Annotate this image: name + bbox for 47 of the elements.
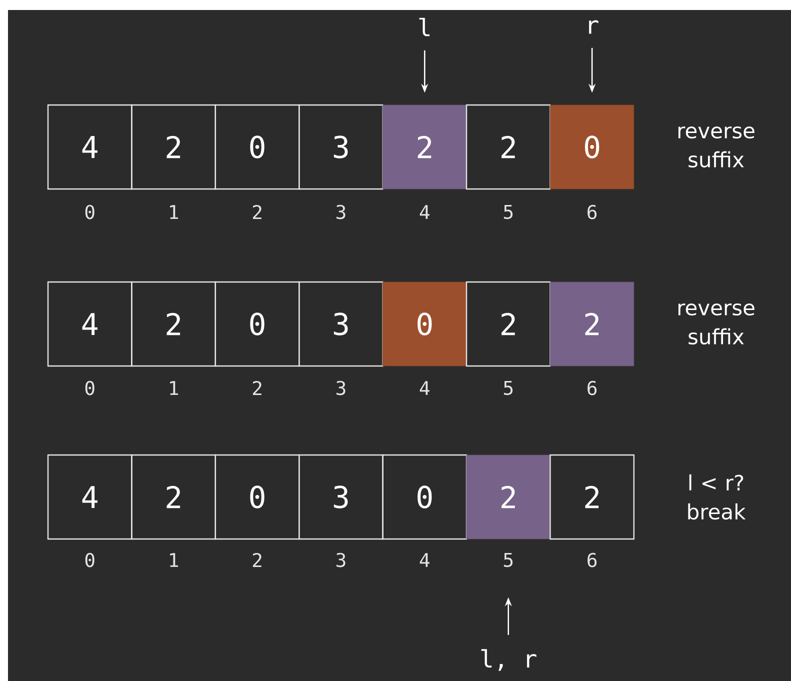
- index-label: 2: [252, 380, 262, 396]
- array-cell: 2: [131, 104, 216, 190]
- index-label: 5: [504, 380, 513, 396]
- array-cell: 2: [466, 281, 551, 367]
- index-label: 5: [504, 204, 513, 220]
- index-label: 2: [252, 204, 262, 220]
- index-label: 2: [252, 552, 262, 568]
- array-cell: 0: [214, 281, 300, 367]
- step-note: l < r? break: [688, 474, 746, 520]
- index-label: 3: [336, 204, 346, 220]
- pointer-label: l, r: [481, 649, 536, 671]
- index-label: 6: [588, 552, 597, 568]
- index-label: 0: [85, 204, 94, 220]
- array-cell: 2: [466, 454, 550, 540]
- index-label: 1: [170, 553, 178, 567]
- step-note: reverse suffix: [678, 126, 754, 168]
- index-label: 0: [85, 552, 94, 568]
- array-cell: 0: [550, 104, 634, 190]
- pointer-label: l: [419, 18, 430, 36]
- array-cell: 3: [298, 454, 384, 540]
- pointer-label: r: [589, 20, 598, 34]
- array-cell: 3: [298, 104, 384, 190]
- array-cell: 0: [214, 104, 300, 190]
- array-cell: 4: [47, 281, 132, 367]
- index-label: 4: [420, 553, 430, 567]
- step-note: reverse suffix: [678, 303, 754, 345]
- array-cell: 0: [382, 282, 467, 366]
- index-label: 3: [336, 552, 346, 568]
- index-label: 4: [420, 381, 430, 395]
- array-cell: 0: [214, 454, 300, 540]
- index-label: 3: [336, 380, 346, 396]
- index-label: 1: [170, 205, 178, 219]
- array-cell: 3: [298, 281, 384, 367]
- index-label: 6: [588, 380, 597, 396]
- array-cell: 2: [131, 281, 216, 367]
- index-label: 5: [504, 552, 513, 568]
- array-cell: 2: [131, 454, 216, 540]
- array-cell: 2: [382, 104, 467, 190]
- index-label: 4: [420, 205, 430, 219]
- array-cell: 2: [550, 282, 634, 366]
- index-label: 0: [85, 380, 94, 396]
- array-cell: 2: [550, 454, 634, 540]
- array-cell: 4: [47, 104, 132, 190]
- index-label: 6: [588, 204, 597, 220]
- index-label: 1: [170, 381, 178, 395]
- array-cell: 4: [47, 454, 132, 540]
- array-cell: 2: [466, 104, 551, 190]
